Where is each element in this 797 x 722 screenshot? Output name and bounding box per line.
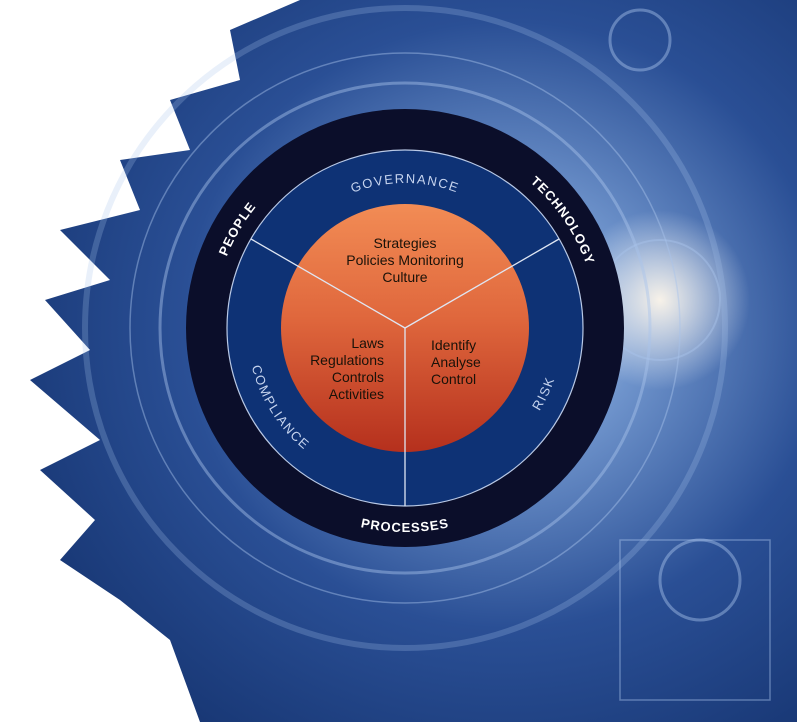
core-item-strategies: Strategies <box>373 235 436 251</box>
divider-upper-left <box>250 238 406 329</box>
core-item-identify: Identify <box>431 337 476 353</box>
processes-label: PROCESSES <box>360 515 450 535</box>
core-item-policies-monitoring: Policies Monitoring <box>346 252 464 268</box>
governance-core-text: Strategies Policies Monitoring Culture <box>346 235 464 285</box>
core-item-culture: Culture <box>382 269 427 285</box>
divider-upper-right <box>404 238 560 329</box>
core-item-control: Control <box>431 371 476 387</box>
core-item-controls: Controls <box>332 369 384 385</box>
core-item-regulations: Regulations <box>310 352 384 368</box>
decorative-rings <box>82 5 771 701</box>
segment-dividers <box>250 238 560 506</box>
core-item-laws: Laws <box>351 335 384 351</box>
risk-core-text: Identify Analyse Control <box>431 337 481 387</box>
core-item-activities: Activities <box>329 386 384 402</box>
compliance-core-text: Laws Regulations Controls Activities <box>310 335 384 402</box>
core-item-analyse: Analyse <box>431 354 481 370</box>
